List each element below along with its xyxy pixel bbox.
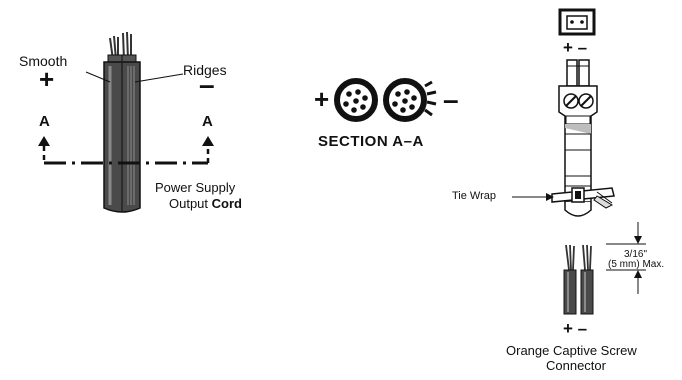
- connector-caption-line2: Connector: [546, 358, 606, 373]
- cord-caption-prefix: Output: [169, 196, 212, 211]
- power-cord: [103, 31, 141, 213]
- captive-screw-connector: [551, 8, 615, 217]
- dimension-value: 3/16": [624, 249, 648, 260]
- connector-bottom-polarity: + –: [563, 319, 588, 338]
- cord-caption-bold: Cord: [211, 196, 242, 211]
- cord-plus-symbol: +: [39, 64, 55, 94]
- ridges-label: Ridges: [183, 62, 227, 78]
- section-minus-symbol: –: [443, 84, 459, 115]
- smooth-label: Smooth: [19, 53, 68, 69]
- cord-minus-symbol: –: [199, 69, 215, 100]
- stripped-wires: [563, 244, 594, 315]
- section-title: SECTION A–A: [318, 133, 424, 150]
- section-plus-symbol: +: [314, 84, 330, 114]
- smooth-leader-line: [85, 71, 111, 83]
- dimension-max: (5 mm) Max.: [608, 259, 665, 270]
- connector-top-polarity: + –: [563, 38, 588, 57]
- tie-wrap-arrowhead: [546, 193, 554, 201]
- tie-wrap-label: Tie Wrap: [452, 190, 497, 202]
- cord-caption-line2: Output Cord: [169, 196, 242, 211]
- section-marker-left: A: [39, 113, 50, 130]
- section-marker-right: A: [202, 113, 213, 130]
- connector-caption-line1: Orange Captive Screw: [506, 343, 637, 358]
- section-cut-line: [38, 136, 214, 165]
- section-view: [334, 78, 437, 122]
- strip-length-dimension: [606, 222, 646, 294]
- cord-caption-line1: Power Supply: [155, 180, 236, 195]
- ridges-leader-line: [134, 73, 184, 83]
